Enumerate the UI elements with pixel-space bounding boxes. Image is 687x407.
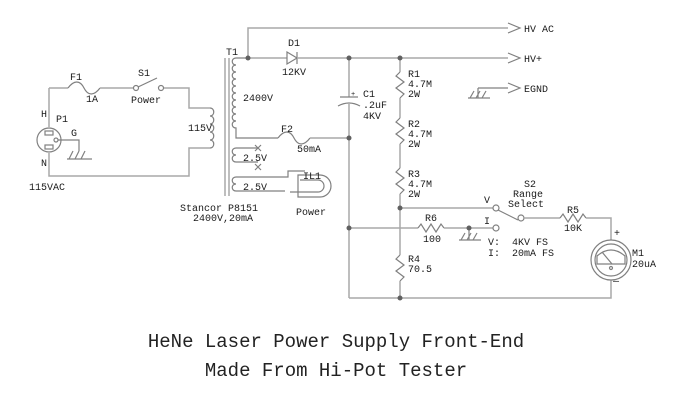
label-d1-value: 12KV xyxy=(282,68,306,79)
resistor-r1 xyxy=(395,71,405,99)
mains-input xyxy=(36,77,215,177)
divider xyxy=(349,58,632,299)
label-s2: S2 xyxy=(524,180,536,191)
label-r4-value: 70.5 xyxy=(408,265,432,276)
label-r2-value: 4.7M xyxy=(408,130,432,141)
label-s2-select: Select xyxy=(508,199,544,211)
label-f1: F1 xyxy=(70,73,82,84)
label-r1: R1 xyxy=(408,70,420,81)
label-s1-name: Power xyxy=(131,96,161,107)
ground-icon-r6 xyxy=(459,228,481,241)
label-hv-ac: HV AC xyxy=(524,25,554,36)
wire-hv-ac xyxy=(247,27,508,58)
label-t1: T1 xyxy=(226,48,238,59)
resistor-r2 xyxy=(395,117,405,145)
label-r4: R4 xyxy=(408,255,420,266)
arrow-hv-plus xyxy=(507,52,522,64)
fuse-f2-symbol xyxy=(277,131,311,145)
label-m1: M1 xyxy=(632,249,644,260)
label-c1-voltage: 4KV xyxy=(363,112,381,123)
switch-s2-lever xyxy=(497,209,519,221)
label-primary: 115V xyxy=(188,124,212,135)
title-line2: Made From Hi-Pot Tester xyxy=(205,360,467,382)
switch-s2-v-contact xyxy=(492,204,500,212)
label-ground: G xyxy=(71,129,77,140)
arrow-hv-ac xyxy=(507,22,522,34)
label-r6: R6 xyxy=(425,214,437,225)
junctions xyxy=(245,55,472,301)
label-p1: P1 xyxy=(56,115,68,126)
label-neutral: N xyxy=(41,159,47,170)
label-s2-v: V xyxy=(484,196,490,207)
label-m1-value: 20uA xyxy=(632,260,656,271)
switch-s1-lever xyxy=(137,77,158,88)
meter-m1 xyxy=(590,239,632,281)
resistor-r5 xyxy=(559,212,587,224)
capacitor-c1 xyxy=(337,96,361,107)
filament1-coil xyxy=(231,147,258,163)
resistor-r4 xyxy=(395,254,405,282)
label-r1-value: 4.7M xyxy=(408,80,432,91)
title-line1: HeNe Laser Power Supply Front-End xyxy=(148,331,524,353)
label-r3-power: 2W xyxy=(408,190,420,201)
label-r2: R2 xyxy=(408,120,420,131)
label-r3-value: 4.7M xyxy=(408,180,432,191)
nc-marks xyxy=(254,144,262,171)
fuse-f1-symbol xyxy=(67,81,101,95)
label-d1: D1 xyxy=(288,39,300,50)
label-s2-range: Range xyxy=(513,190,543,201)
label-f1-value: 1A xyxy=(86,95,98,106)
label-r1-power: 2W xyxy=(408,90,420,101)
label-m1-plus: + xyxy=(614,229,620,240)
resistor-r6 xyxy=(417,222,445,234)
switch-s1-contact xyxy=(132,84,140,92)
transformer-core xyxy=(224,58,230,196)
label-hot: H xyxy=(41,110,47,121)
label-hv-plus: HV+ xyxy=(524,55,542,66)
label-il1-name: Power xyxy=(296,208,326,219)
label-c1: C1 xyxy=(363,90,375,101)
label-secondary: 2400V xyxy=(243,94,273,105)
label-m1-minus: — xyxy=(612,277,620,288)
label-note-v: V: 4KV FS xyxy=(488,238,548,249)
lamp-il1 xyxy=(290,174,332,198)
label-transformer-rating: 2400V,20mA xyxy=(193,214,253,225)
filament2-coil xyxy=(231,176,285,192)
ground-icon-p1 xyxy=(67,150,92,160)
label-r6-value: 100 xyxy=(423,235,441,246)
label-r5-value: 10K xyxy=(564,224,582,235)
label-il1: IL1 xyxy=(303,172,321,183)
diode-d1 xyxy=(286,50,299,66)
ground-icon-egnd xyxy=(468,87,508,99)
label-r5: R5 xyxy=(567,206,579,217)
hv-lines xyxy=(247,22,522,298)
label-f2-value: 50mA xyxy=(297,145,321,156)
label-r3: R3 xyxy=(408,170,420,181)
label-s1: S1 xyxy=(138,69,150,80)
label-egnd: EGND xyxy=(524,85,548,96)
label-s2-i: I xyxy=(484,217,490,228)
label-transformer-part: Stancor P8151 xyxy=(180,204,258,215)
primary-coil xyxy=(209,107,215,149)
arrow-egnd xyxy=(507,82,522,94)
label-input-voltage: 115VAC xyxy=(29,183,65,194)
label-fil1: 2.5V xyxy=(243,154,267,165)
label-fil2: 2.5V xyxy=(243,183,267,194)
label-note-i: I: 20mA FS xyxy=(488,249,554,260)
label-r2-power: 2W xyxy=(408,140,420,151)
label-f2: F2 xyxy=(281,125,293,136)
secondary-hv-coil xyxy=(231,57,278,139)
transformer-t1 xyxy=(224,57,305,196)
resistor-r3 xyxy=(395,167,405,195)
label-c1-plus: + xyxy=(351,91,355,99)
switch-s2-i-contact xyxy=(492,224,500,232)
label-c1-value: .2uF xyxy=(363,101,387,112)
